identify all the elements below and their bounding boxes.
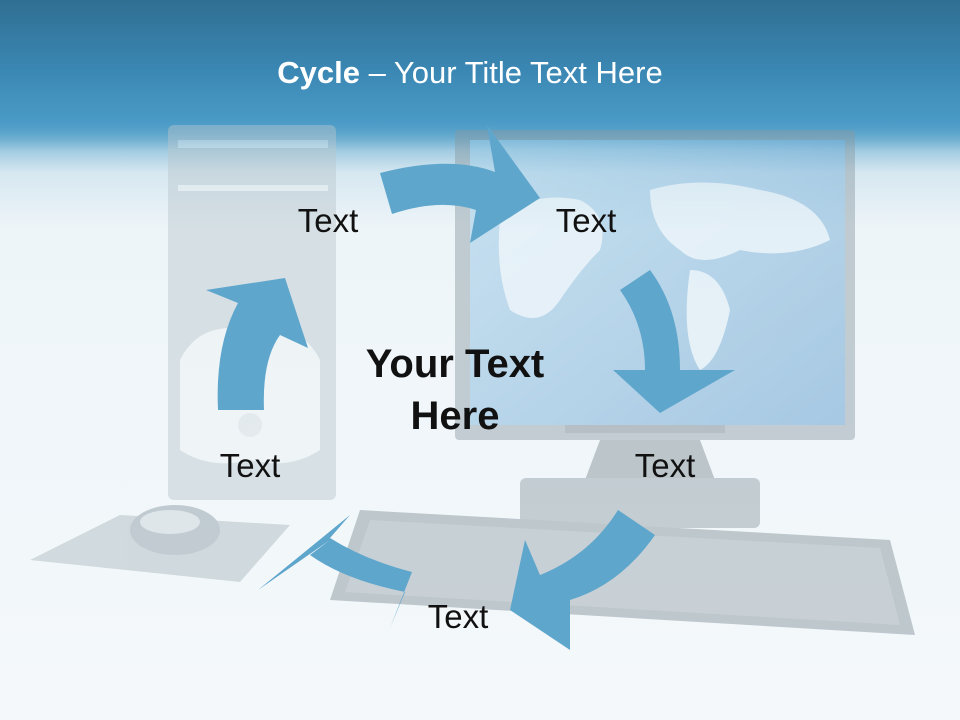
header-band xyxy=(0,0,960,150)
arrow-bottom-right xyxy=(510,510,655,650)
mouse-icon xyxy=(130,505,220,555)
cycle-label-bottom: Text xyxy=(427,598,489,635)
cycle-label-top-right: Text xyxy=(555,202,617,239)
keyboard-icon xyxy=(330,510,915,635)
arrow-top xyxy=(380,125,540,243)
center-text: Your Text Here xyxy=(330,338,580,442)
arrow-left xyxy=(206,278,308,410)
page-title: Cycle – Your Title Text Here xyxy=(277,55,663,90)
world-map-icon xyxy=(498,182,830,370)
arrow-right xyxy=(613,270,735,413)
arrow-bottom-left xyxy=(258,515,412,628)
cycle-label-top-left: Text xyxy=(297,202,359,239)
center-text-line2: Here xyxy=(410,394,500,438)
mouse-pad xyxy=(30,515,290,582)
center-text-line1: Your Text xyxy=(365,342,545,386)
cycle-label-left: Text xyxy=(219,447,281,484)
cycle-label-right: Text xyxy=(634,447,696,484)
